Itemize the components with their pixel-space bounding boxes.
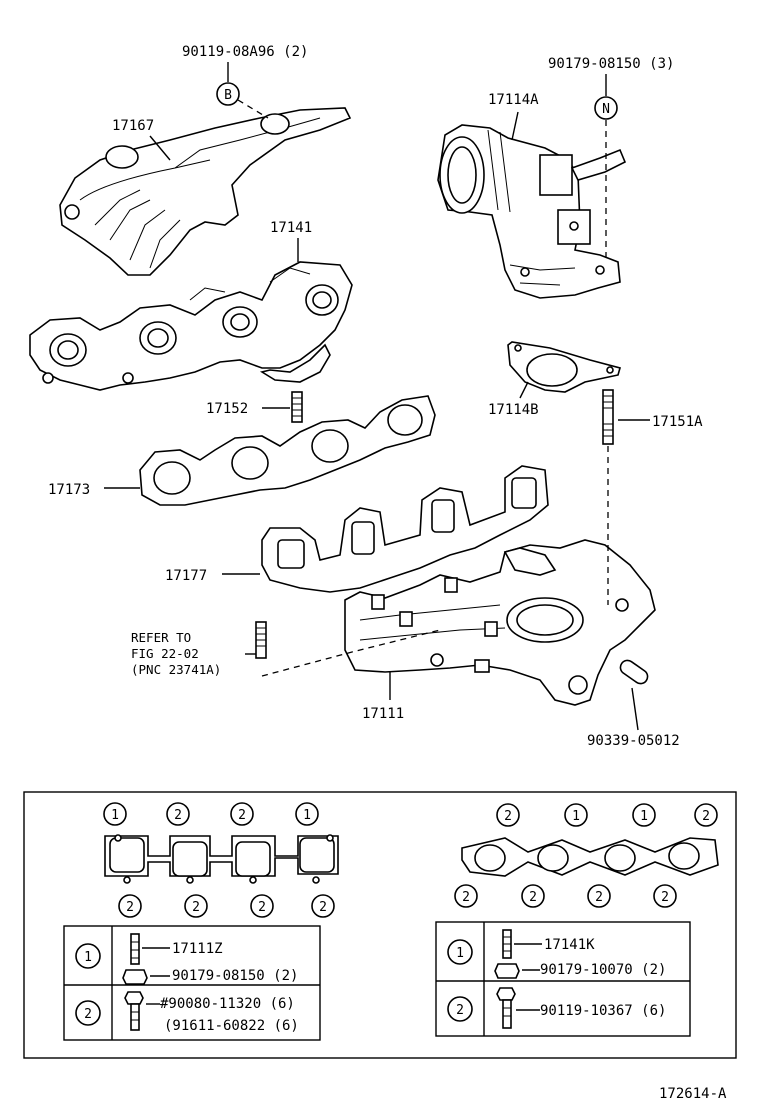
svg-text:2: 2 (702, 809, 710, 824)
stud-refer (255, 621, 267, 659)
label-90119-08a96: 90119-08A96 (2) (182, 44, 308, 60)
refer-line-1: REFER TO (131, 630, 191, 645)
label-17167: 17167 (112, 118, 154, 134)
label-90080-11320: #90080-11320 (6) (160, 996, 295, 1012)
svg-text:2: 2 (192, 900, 200, 915)
svg-text:2: 2 (174, 808, 182, 823)
svg-text:2: 2 (661, 890, 669, 905)
label-90179-08150-3: 90179-08150 (3) (548, 56, 674, 72)
marker-b-circle (216, 82, 240, 106)
label-90339-05012: 90339-05012 (587, 733, 680, 749)
diagram-code: 172614-A (659, 1086, 727, 1102)
right-top-marks: 2 1 1 2 (496, 803, 718, 827)
label-17173: 17173 (48, 482, 90, 498)
svg-text:1: 1 (84, 950, 92, 965)
refer-line-2: FIG 22-02 (131, 646, 199, 661)
label-17114a: 17114A (488, 92, 539, 108)
svg-text:2: 2 (456, 1003, 464, 1018)
svg-text:2: 2 (595, 890, 603, 905)
refer-line-3: (PNC 23741A) (131, 662, 221, 677)
gasket-17173 (139, 395, 436, 506)
label-17111z: 17111Z (172, 941, 223, 957)
right-fastener-table: 1 2 17141K 90179-10070 (2) 90119-10367 (… (435, 921, 691, 1037)
label-90179-10070: 90179-10070 (2) (540, 962, 666, 978)
gasket-17177 (261, 465, 549, 593)
left-bottom-marks: 2 2 2 2 (118, 894, 335, 918)
svg-text:1: 1 (456, 946, 464, 961)
right-bottom-marks: 2 2 2 2 (454, 884, 677, 908)
svg-text:1: 1 (111, 808, 119, 823)
svg-text:2: 2 (238, 808, 246, 823)
left-fastener-table: 1 2 17111Z 90179-08150 (2) #90080-11320 … (63, 925, 321, 1041)
svg-text:2: 2 (504, 809, 512, 824)
gasket-17114b (507, 341, 621, 393)
label-17177: 17177 (165, 568, 207, 584)
label-17111: 17111 (362, 706, 404, 722)
heat-insulator-17167 (59, 107, 352, 276)
label-17151a: 17151A (652, 414, 703, 430)
water-outlet-17114a (437, 124, 627, 299)
legend-right-gasket (461, 837, 719, 877)
svg-text:2: 2 (84, 1007, 92, 1022)
label-17141: 17141 (270, 220, 312, 236)
exhaust-manifold-17141 (29, 261, 353, 391)
svg-text:2: 2 (319, 900, 327, 915)
legend-left-gasket (104, 834, 339, 884)
svg-text:1: 1 (640, 809, 648, 824)
label-17141k: 17141K (544, 937, 595, 953)
svg-text:2: 2 (529, 890, 537, 905)
label-90179-08150-2: 90179-08150 (2) (172, 968, 298, 984)
svg-text:1: 1 (303, 808, 311, 823)
svg-text:2: 2 (258, 900, 266, 915)
stud-17152 (291, 391, 303, 423)
label-90119-10367: 90119-10367 (6) (540, 1003, 666, 1019)
legend-box (23, 791, 737, 1059)
svg-text:2: 2 (126, 900, 134, 915)
svg-text:1: 1 (572, 809, 580, 824)
intake-manifold-17111 (344, 539, 656, 706)
left-top-marks: 1 2 2 1 (103, 802, 319, 826)
marker-b: B (224, 88, 232, 103)
marker-n-circle (594, 96, 618, 120)
label-17114b: 17114B (488, 402, 539, 418)
label-17152: 17152 (206, 401, 248, 417)
stud-17151a (602, 389, 614, 445)
label-91611-60822: (91611-60822 (6) (164, 1018, 299, 1034)
svg-text:2: 2 (462, 890, 470, 905)
plug-90339-05012 (619, 659, 649, 685)
marker-n: N (602, 102, 610, 117)
